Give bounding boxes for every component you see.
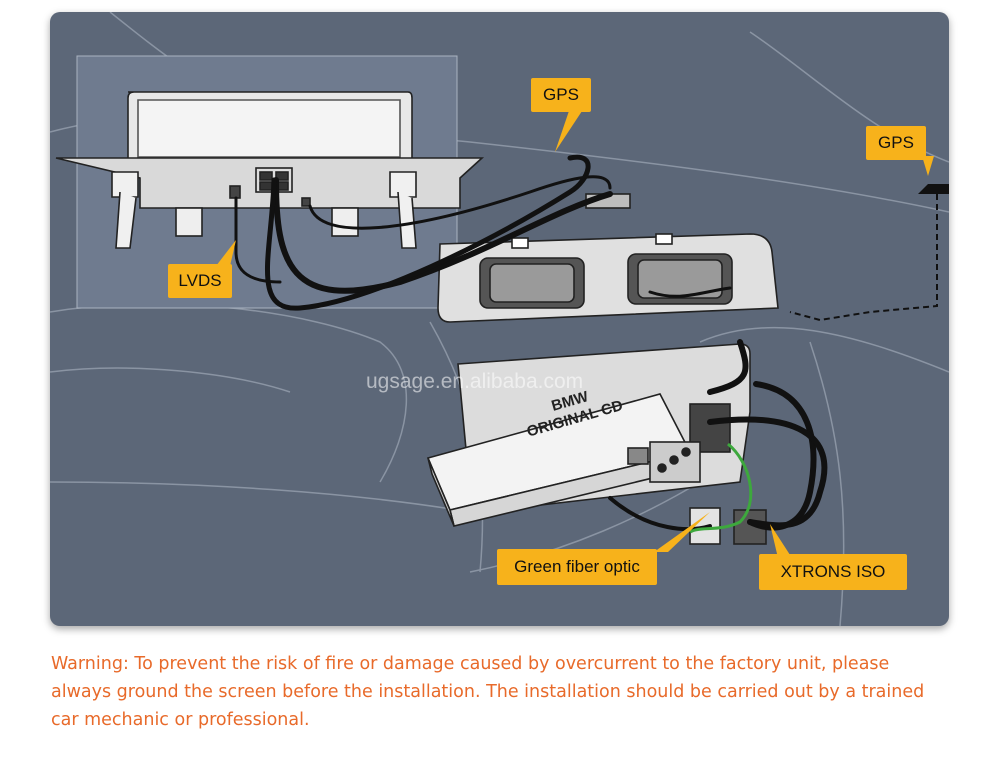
watermark: ugsage.en.alibaba.com	[366, 370, 584, 393]
cd-unit-assembly	[426, 343, 751, 527]
callout-green-fiber-optic: Green fiber optic	[497, 549, 657, 585]
screen-unit	[55, 91, 485, 249]
green-fiber-optic-cable	[689, 442, 753, 534]
installation-diagram: GPS GPS LVDS Green fiber optic XTRONS IS…	[50, 12, 949, 626]
callout-gps-right: GPS	[866, 126, 926, 160]
callout-pointers	[216, 108, 934, 558]
callout-lvds: LVDS	[168, 264, 232, 298]
gps-antenna	[789, 184, 949, 322]
cables	[234, 154, 828, 532]
callout-xtrons-iso: XTRONS ISO	[759, 554, 907, 590]
callout-gps-left: GPS	[531, 78, 591, 112]
warning-text: Warning: To prevent the risk of fire or …	[51, 654, 925, 730]
diagram-drawing	[50, 12, 949, 626]
air-vent-bezel	[437, 193, 779, 323]
